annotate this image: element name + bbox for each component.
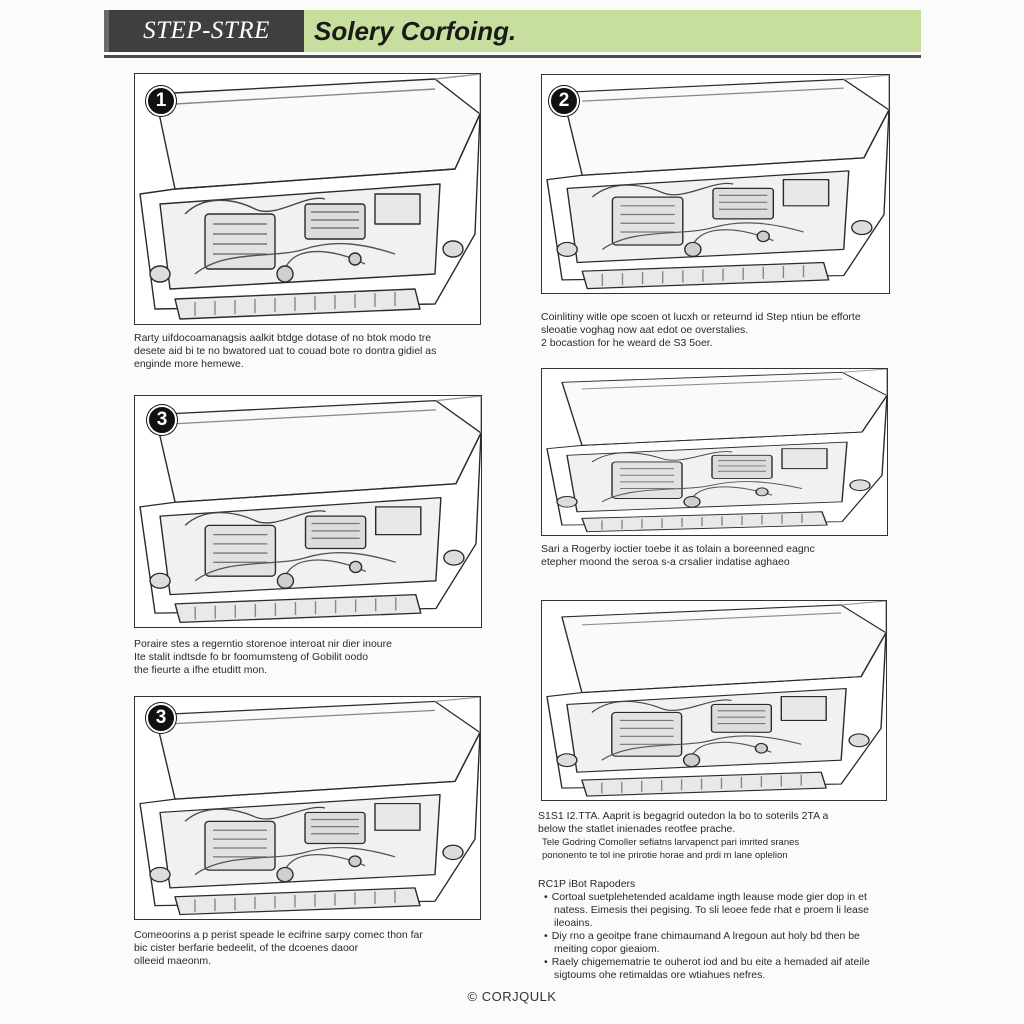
step-6-illustration bbox=[541, 600, 887, 801]
step-5-caption: Comeoorins a p perist speade le ecifrine… bbox=[134, 929, 423, 968]
notes-bullet-cont: meiting copor gieaiom. bbox=[554, 943, 660, 955]
caption-line: olleeid maeonm. bbox=[134, 955, 212, 967]
step-2-badge: 2 bbox=[549, 86, 579, 116]
caption-line: Coinlitiny witle ope scoen ot lucxh or r… bbox=[541, 311, 861, 323]
caption-line: desete aid bi te no bwatored uat to coua… bbox=[134, 345, 437, 357]
notes-section: S1S1 I2.TTA. Aaprit is begagrid outedon … bbox=[538, 810, 898, 982]
caption-line: 2 bocastion for he weard de S3 5oer. bbox=[541, 337, 713, 349]
caption-line: the fieurte a ifhe etuditt mon. bbox=[134, 664, 268, 676]
notes-intro: S1S1 I2.TTA. Aaprit is begagrid outedon … bbox=[538, 810, 829, 822]
step-2-caption: Coinlitiny witle ope scoen ot lucxh or r… bbox=[541, 311, 861, 350]
notes-intro: below the statlet inienades reotfee prac… bbox=[538, 823, 736, 835]
copyright-footer: © CORJQULK bbox=[467, 989, 557, 1004]
caption-line: Ite stalit indtsde fo br foomumsteng of … bbox=[134, 651, 369, 663]
notes-bullet-cont: ileoains. bbox=[554, 917, 593, 929]
step-4-caption: Sari a Rogerby ioctier toebe it as tolai… bbox=[541, 543, 815, 569]
notes-heading: RC1P iBot Rapoders bbox=[538, 878, 636, 890]
notes-bullet: Raely chigemematrie te ouherot iod and b… bbox=[538, 956, 898, 969]
step-3-illustration bbox=[134, 395, 482, 628]
caption-line: Sari a Rogerby ioctier toebe it as tolai… bbox=[541, 543, 815, 555]
notes-subline: Tele Godring Comoller sefiatns larvapenc… bbox=[542, 837, 800, 848]
caption-line: bic cister berfarie bedeelit, of the dco… bbox=[134, 942, 359, 954]
notes-subline: pononento te tol ine prirotie horae and … bbox=[542, 850, 788, 861]
notes-bullet: Cortoal suetplehetended acaldame ingth l… bbox=[538, 891, 898, 904]
caption-line: etepher moond the seroa s-a crsalier ind… bbox=[541, 556, 790, 568]
notes-bullet: Diy rno a geoitpe frane chimaumand A lre… bbox=[538, 930, 898, 943]
page-header: STEP-STRE Solery Corfoing. bbox=[104, 10, 921, 52]
caption-line: Poraire stes a regerntio storenoe intero… bbox=[134, 638, 392, 650]
header-divider bbox=[104, 55, 921, 58]
caption-line: Rarty uifdocoamanagsis aalkit btdge dota… bbox=[134, 332, 432, 344]
step-1-illustration bbox=[134, 73, 481, 325]
step-3-badge: 3 bbox=[147, 405, 177, 435]
step-1-badge: 1 bbox=[146, 86, 176, 116]
notes-bullet-cont: sigtoums ohe retimaldas ore wtiahues nef… bbox=[554, 969, 766, 981]
step-3-caption: Poraire stes a regerntio storenoe intero… bbox=[134, 638, 392, 677]
page-title: Solery Corfoing. bbox=[304, 10, 921, 52]
header-label: STEP-STRE bbox=[104, 10, 304, 52]
step-2-illustration bbox=[541, 74, 890, 294]
step-5-illustration bbox=[134, 696, 481, 920]
step-5-badge: 3 bbox=[146, 703, 176, 733]
step-4-illustration bbox=[541, 368, 888, 536]
caption-line: sleoatie voghag now aat edot oe overstal… bbox=[541, 324, 749, 336]
caption-line: Comeoorins a p perist speade le ecifrine… bbox=[134, 929, 423, 941]
step-1-caption: Rarty uifdocoamanagsis aalkit btdge dota… bbox=[134, 332, 436, 371]
caption-line: enginde more hemewe. bbox=[134, 358, 244, 370]
notes-bullet-cont: natess. Eimesis thei pegising. To sli le… bbox=[554, 904, 869, 916]
